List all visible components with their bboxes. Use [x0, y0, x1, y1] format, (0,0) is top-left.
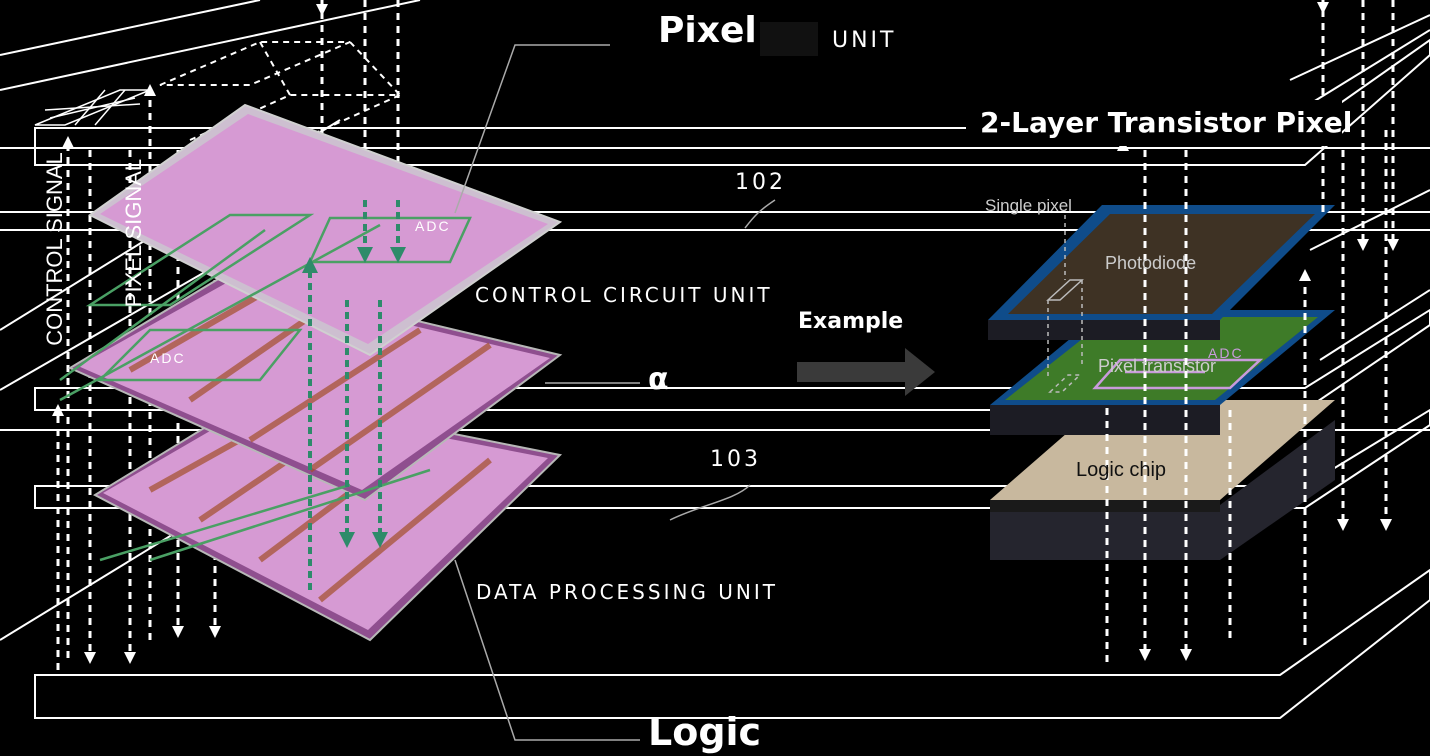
adc-label-die: ADC [415, 218, 451, 234]
adc-wiring [59, 213, 472, 562]
adc-signal-arrows [302, 200, 406, 590]
photodiode-label: Photodiode [1105, 253, 1197, 273]
adc-label-right: ADC [1208, 345, 1244, 361]
control-signal-label: CONTROL SIGNAL [41, 152, 67, 346]
two-layer-label-backplate [966, 100, 1342, 146]
example-arrow [797, 348, 935, 396]
pixel-transistor-label: Pixel transistor [1098, 356, 1217, 376]
pixel-signal-label: PIXEL SIGNAL [121, 158, 147, 308]
pixel-title: Pixel [658, 10, 757, 51]
alpha-label: α [648, 362, 669, 397]
single-pixel-label: Single pixel [985, 196, 1072, 215]
leader-lines [454, 44, 776, 741]
logic-title: Logic [648, 710, 762, 754]
photodiode-layer [988, 205, 1335, 340]
signal-arrows-right [1105, 0, 1399, 662]
example-label: Example [798, 309, 904, 334]
reference-102: 102 [735, 170, 786, 195]
adc-label-control: ADC [150, 350, 186, 366]
data-processing-unit-label: DATA PROCESSING UNIT [476, 580, 779, 604]
reference-103: 103 [710, 447, 761, 472]
two-layer-transistor-pixel-label: 2-Layer Transistor Pixel [980, 106, 1353, 139]
redacted-box [760, 22, 818, 56]
right-layer-connectors [1047, 215, 1083, 393]
right-adc-wiring [1092, 358, 1264, 390]
logic-chip-label: Logic chip [1076, 459, 1167, 481]
pixel-grid [34, 89, 151, 126]
control-circuit-unit-label: CONTROL CIRCUIT UNIT [475, 283, 773, 307]
unit-label: UNIT [832, 28, 897, 53]
